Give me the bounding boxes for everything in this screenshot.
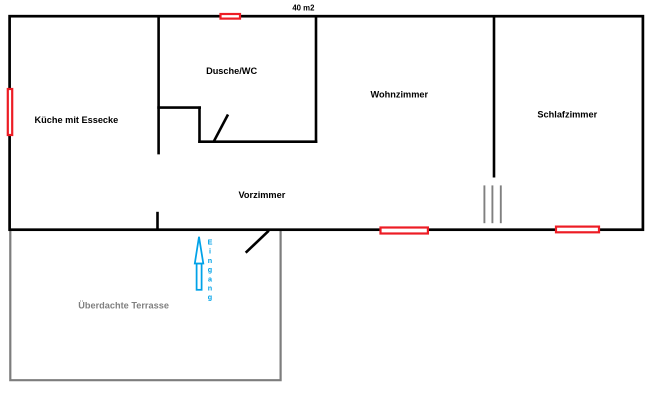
svg-text:Überdachte Terrasse: Überdachte Terrasse: [78, 301, 169, 311]
svg-text:n: n: [208, 283, 212, 292]
svg-text:g: g: [208, 265, 212, 274]
svg-text:Küche mit Essecke: Küche mit Essecke: [35, 115, 119, 125]
svg-text:Vorzimmer: Vorzimmer: [238, 190, 285, 200]
svg-text:E: E: [208, 237, 213, 246]
svg-text:i: i: [209, 247, 211, 256]
svg-text:g: g: [208, 292, 212, 301]
svg-text:n: n: [208, 256, 212, 265]
svg-text:40 m2: 40 m2: [292, 3, 315, 12]
svg-text:Dusche/WC: Dusche/WC: [206, 66, 257, 76]
svg-text:Schlafzimmer: Schlafzimmer: [537, 109, 597, 119]
svg-text:Wohnzimmer: Wohnzimmer: [371, 90, 429, 100]
svg-text:a: a: [208, 274, 213, 283]
